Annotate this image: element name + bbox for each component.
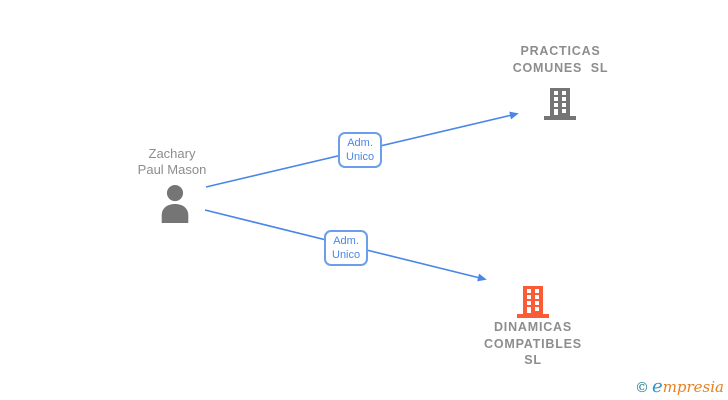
building-icon xyxy=(517,286,549,318)
edge-label-adm-unico-2: Adm. Unico xyxy=(324,230,369,266)
brand-initial: e xyxy=(652,376,663,397)
person-node[interactable] xyxy=(156,183,194,228)
company-practicas-node[interactable] xyxy=(543,86,577,125)
brand-name: mpresia xyxy=(662,378,724,396)
building-icon xyxy=(544,88,576,120)
person-icon xyxy=(161,184,189,223)
company-practicas-label: PRACTICAS COMUNES SL xyxy=(512,44,609,75)
company-dinamicas-node[interactable] xyxy=(516,284,550,323)
copyright-icon: © xyxy=(635,380,650,396)
company-dinamicas-label: DINAMICAS COMPATIBLES SL xyxy=(484,320,582,367)
edge-label-adm-unico-1: Adm. Unico xyxy=(338,132,383,168)
person-name-label: Zachary Paul Mason xyxy=(137,146,207,177)
empresia-watermark: ©empresia xyxy=(635,376,724,397)
